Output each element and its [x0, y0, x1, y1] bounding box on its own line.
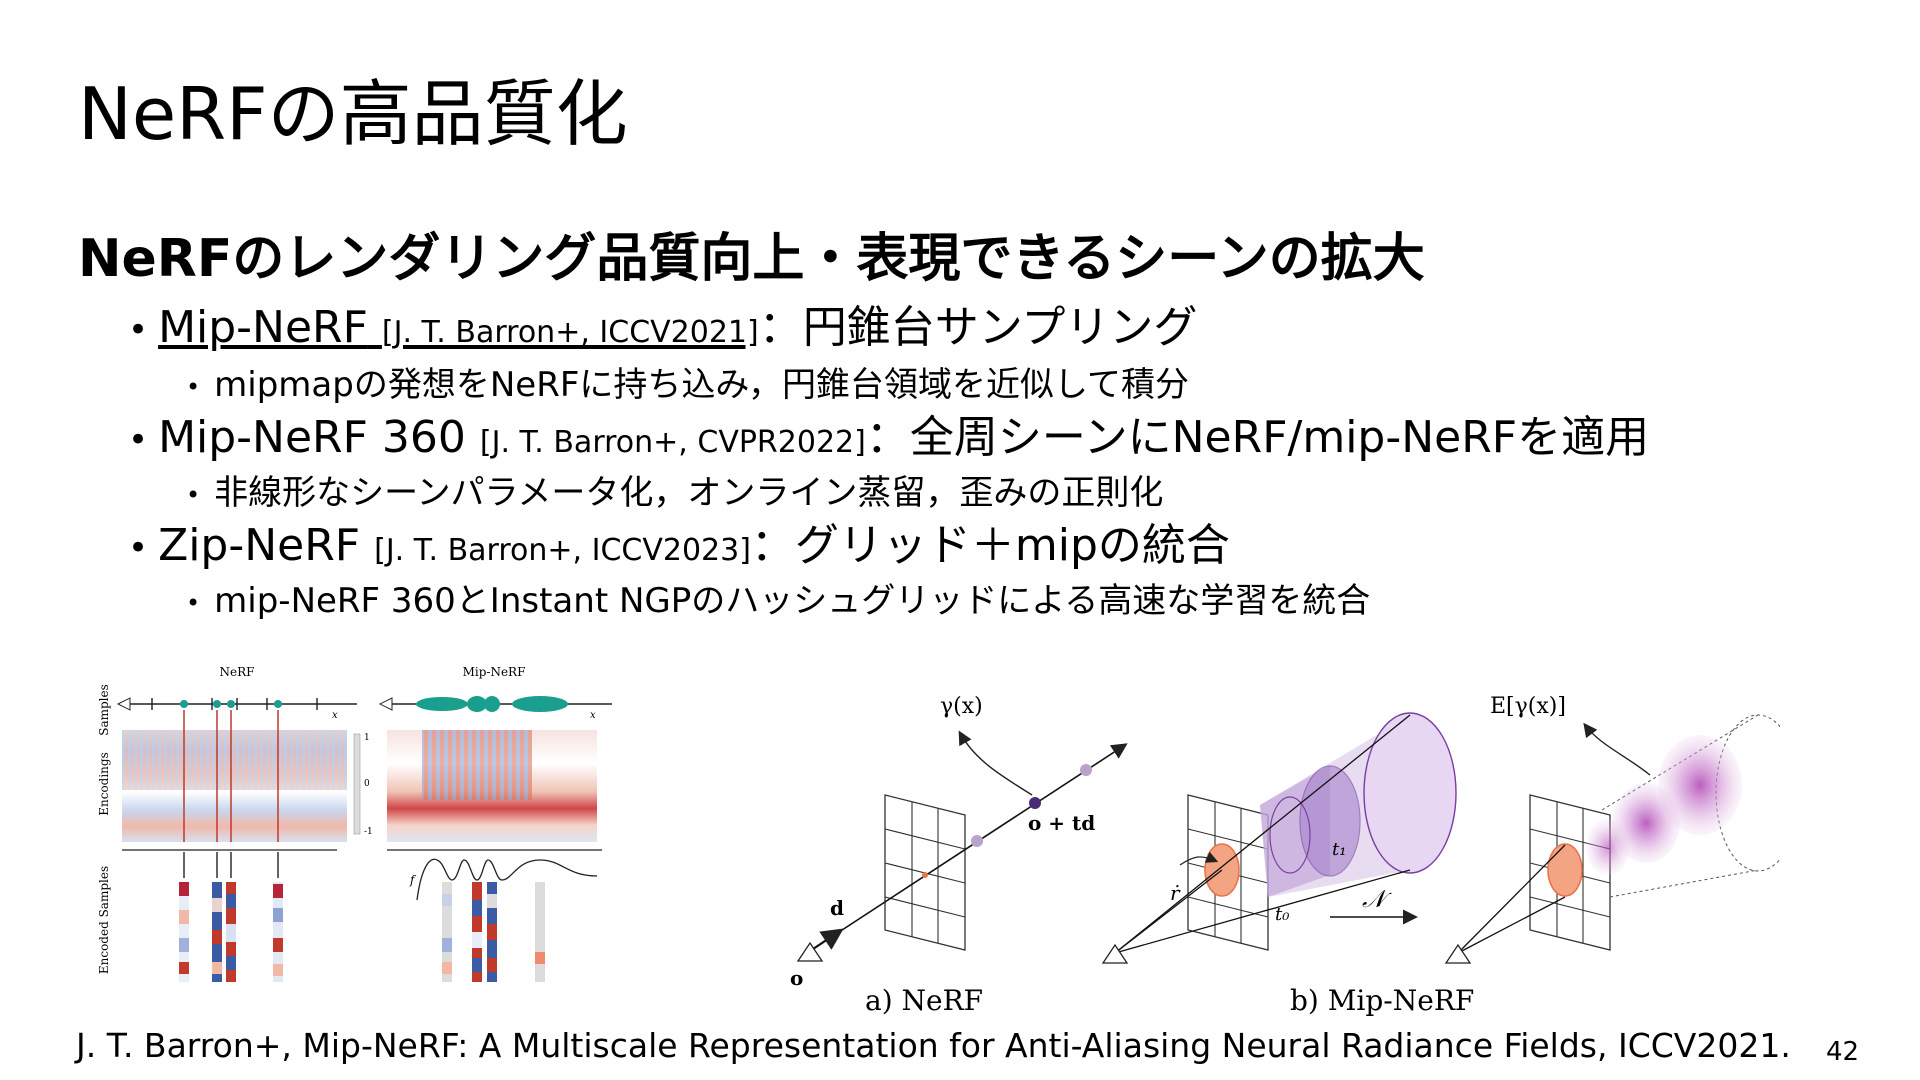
sample-lines-nerf: [183, 710, 279, 842]
bullet-description: ：全周シーンにNeRF/mip-NeRFを適用: [865, 412, 1650, 463]
direction-arrow: [809, 928, 844, 952]
encoding-arrow: [958, 730, 1033, 796]
bullet-name: Mip-NeRF 360: [158, 412, 466, 463]
camera-marker-nerf: [116, 697, 131, 711]
bullet-marker: •: [128, 420, 149, 460]
cone-end-cap: [1363, 712, 1457, 874]
axis-x-label: x: [332, 710, 338, 721]
colorbar: [353, 733, 361, 835]
sub-bullet-mip-nerf: • mipmapの発想をNeRFに持ち込み，円錐台領域を近似して積分: [186, 363, 1189, 409]
svg-text:1: 1: [364, 733, 370, 743]
encoding-arrows-nerf: [183, 852, 279, 878]
row-label-encoded-samples: Encoded Samples: [97, 866, 111, 974]
bullet-marker: •: [186, 372, 201, 401]
t0-label: t₀: [1275, 904, 1289, 925]
caption-nerf: a) NeRF: [865, 984, 983, 1017]
row-label-encodings: Encodings: [97, 752, 111, 816]
camera-icon-nerf: [796, 941, 824, 962]
bullet-reference: [J. T. Barron+, ICCV2023]: [374, 533, 751, 568]
mip-nerf-cone-diagram: ṙ t₀ t₁ 𝒩 b) Mip-NeRF: [1101, 712, 1474, 1017]
t1-label: t₁: [1332, 839, 1346, 860]
camera-marker-mip: [378, 697, 393, 711]
sample-gaussians-mip: [416, 696, 568, 712]
sample-point: [971, 835, 983, 847]
panel-title-nerf: NeRF: [220, 665, 255, 679]
nerf-diagram: γ(x) o + td d o a) NeRF: [790, 694, 1128, 1017]
slide-heading: NeRFのレンダリング品質向上・表現できるシーンの拡大: [78, 229, 1425, 289]
encoded-sample-columns-nerf: [179, 882, 283, 982]
gamma-x-label: γ(x): [940, 694, 983, 719]
bullet-description: ：グリッド＋mipの統合: [750, 520, 1230, 571]
svg-text:x: x: [590, 710, 596, 721]
panel-title-mip-nerf: Mip-NeRF: [463, 665, 526, 679]
citation: J. T. Barron+, Mip-NeRF: A Multiscale Re…: [76, 1026, 1791, 1065]
bullet-name: Zip-NeRF: [158, 520, 361, 571]
gaussian-approximation-diagram: E[γ(x)]: [1444, 694, 1780, 964]
svg-text:-1: -1: [364, 827, 373, 837]
svg-text:0: 0: [364, 779, 370, 789]
bullet-reference: [J. T. Barron+, CVPR2022]: [479, 425, 866, 460]
direction-label: d: [830, 896, 844, 920]
o-plus-td-label: o + td: [1028, 811, 1095, 835]
expected-encoding-arrow: [1583, 722, 1651, 776]
pixel-point: [922, 872, 928, 878]
integration-curve: [416, 858, 598, 901]
sample-point: [1029, 797, 1041, 809]
sub-bullet-text: mipmapの発想をNeRFに持ち込み，円錐台領域を近似して積分: [214, 365, 1189, 405]
bullet-mip-nerf-360: •Mip-NeRF 360 [J. T. Barron+, CVPR2022]：…: [128, 410, 1649, 471]
normal-label: 𝒩: [1362, 885, 1392, 913]
pixel-footprint: [1547, 843, 1583, 897]
sample-points-nerf: [180, 700, 282, 708]
bullet-zip-nerf: •Zip-NeRF [J. T. Barron+, ICCV2023]：グリッド…: [128, 518, 1230, 579]
bullet-marker: •: [128, 528, 149, 568]
slide-title: NeRFの高品質化: [78, 72, 628, 156]
origin-label: o: [790, 966, 803, 990]
bullet-marker: •: [186, 588, 201, 617]
expected-gamma-label: E[γ(x)]: [1490, 694, 1566, 719]
page-number: 42: [1826, 1037, 1860, 1067]
caption-mip-nerf: b) Mip-NeRF: [1290, 984, 1474, 1017]
ray-nerf: [809, 743, 1128, 952]
sub-bullet-text: 非線形なシーンパラメータ化，オンライン蒸留，歪みの正則化: [214, 473, 1164, 513]
sample-point: [1080, 764, 1092, 776]
bullet-description: ：円錐台サンプリング: [758, 302, 1198, 353]
bullet-mip-nerf: •Mip-NeRF [J. T. Barron+, ICCV2021]：円錐台サ…: [128, 300, 1197, 361]
row-label-samples: Samples: [97, 684, 111, 736]
sub-bullet-text: mip-NeRF 360とInstant NGPのハッシュグリッドによる高速な学…: [214, 581, 1371, 621]
svg-text:f: f: [409, 873, 417, 887]
bullet-marker: •: [128, 310, 149, 350]
radius-label: ṙ: [1170, 881, 1181, 905]
sub-bullet-zip-nerf: • mip-NeRF 360とInstant NGPのハッシュグリッドによる高速な…: [186, 579, 1370, 625]
camera-icon-gaussian: [1444, 943, 1472, 964]
bullet-marker: •: [186, 480, 201, 509]
camera-icon-mip: [1101, 943, 1129, 964]
mip-nerf-link[interactable]: Mip-NeRF [J. T. Barron+, ICCV2021]: [158, 302, 759, 353]
gaussian-blob: [1658, 735, 1742, 835]
sample-ticks-nerf: [151, 698, 318, 710]
encoding-comparison-figure: Samples Encodings Encoded Samples NeRF x…: [97, 665, 612, 982]
sub-bullet-mip-nerf-360: • 非線形なシーンパラメータ化，オンライン蒸留，歪みの正則化: [186, 471, 1163, 517]
nerf-vs-mipnerf-figure: γ(x) o + td d o a) NeRF ṙ t₀ t₁ 𝒩 b) Mip…: [790, 694, 1780, 1017]
encoded-sample-columns-mip: [442, 882, 545, 982]
gaussian-blob: [1586, 819, 1630, 875]
